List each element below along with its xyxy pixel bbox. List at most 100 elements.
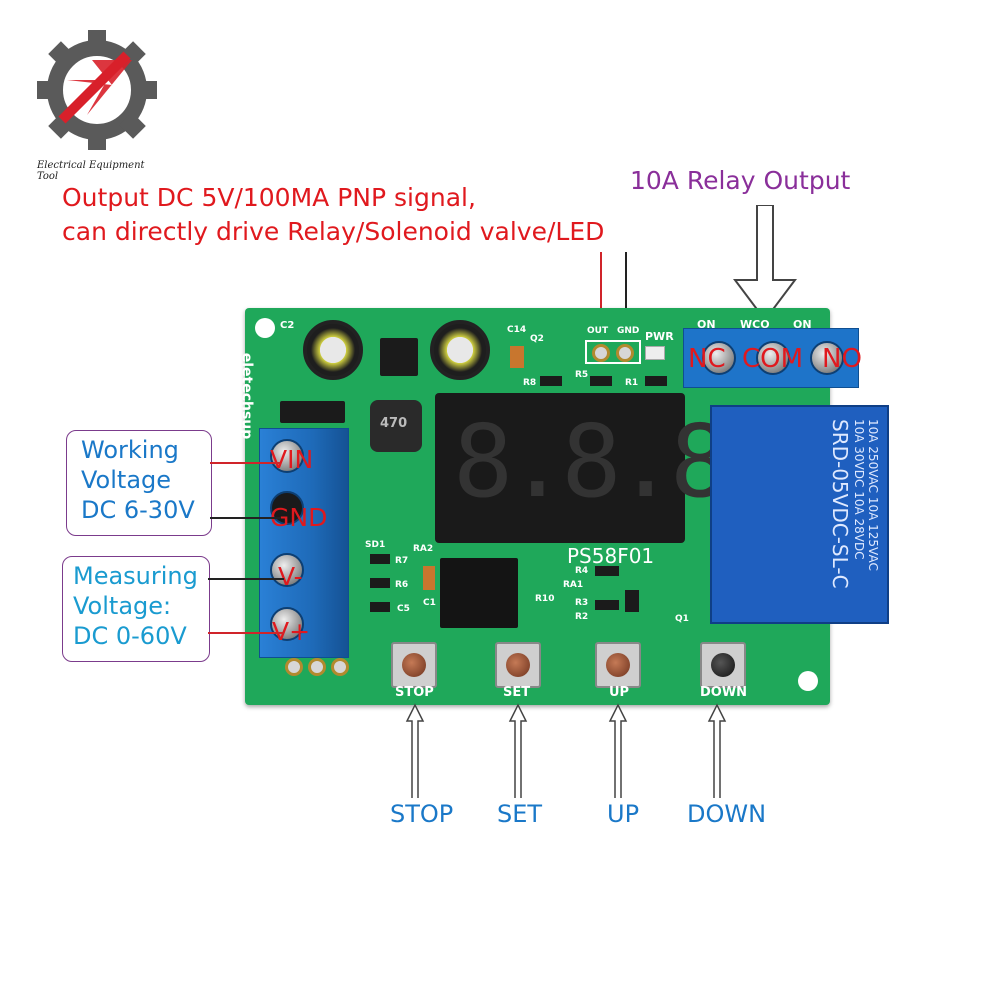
relay-print: 10A 250VAC 10A 125VAC 10A 30VDC 10A 28VD…: [730, 419, 880, 599]
up-switch[interactable]: [595, 642, 641, 688]
resistor: [370, 554, 390, 564]
stop-switch[interactable]: [391, 642, 437, 688]
signal-note-line2: can directly drive Relay/Solenoid valve/…: [62, 217, 605, 246]
label-r2: R2: [575, 612, 589, 622]
gnd-pin: [616, 344, 634, 362]
measuring-voltage-line1: Measuring: [73, 562, 198, 590]
label-r3: R3: [575, 598, 589, 608]
screw: [702, 341, 736, 375]
on-label-left: ON: [697, 318, 716, 331]
silk-set: SET: [503, 685, 531, 700]
label-r6: R6: [395, 580, 409, 590]
label-c1: C1: [423, 598, 436, 608]
label-ra2: RA2: [413, 544, 434, 554]
set-switch[interactable]: [495, 642, 541, 688]
brand-logo: Electrical Equipment Tool: [35, 28, 160, 182]
switch-cap: [506, 653, 530, 677]
label-c14: C14: [507, 325, 527, 335]
screw: [270, 439, 304, 473]
diode: [280, 401, 345, 423]
capacitor: [303, 320, 363, 380]
vplus-pointer-line: [208, 632, 284, 634]
up-label: UP: [607, 800, 640, 828]
screw: [270, 607, 304, 641]
set-label: SET: [497, 800, 543, 828]
silk-stop: STOP: [395, 685, 434, 700]
switch-cap: [606, 653, 630, 677]
resistor: [370, 578, 390, 588]
measuring-voltage-line3: DC 0-60V: [73, 622, 187, 650]
measuring-voltage-line2: Voltage:: [73, 592, 172, 620]
vminus-pointer-line: [208, 578, 284, 580]
resistor: [590, 376, 612, 386]
screw: [810, 341, 844, 375]
ic-chip: [380, 338, 418, 376]
relay-model: SRD-05VDC-SL-C: [828, 419, 852, 589]
label-r5: R5: [575, 370, 589, 380]
resistor: [645, 376, 667, 386]
label-r1: R1: [625, 378, 639, 388]
relay-output-note: 10A Relay Output: [630, 166, 851, 195]
out-pin: [592, 344, 610, 362]
label-r10: R10: [535, 594, 555, 604]
resistor: [370, 602, 390, 612]
mount-hole: [798, 671, 818, 691]
label-c2: C2: [280, 320, 295, 331]
resistor: [540, 376, 562, 386]
working-voltage-line2: Voltage: [81, 466, 172, 494]
out-pad: [585, 340, 641, 364]
measuring-voltage-box: Measuring Voltage: DC 0-60V: [62, 556, 210, 662]
working-voltage-box: Working Voltage DC 6-30V: [66, 430, 212, 536]
down-label: DOWN: [687, 800, 767, 828]
terminal-label-vin: VIN: [270, 445, 314, 474]
signal-note-line1: Output DC 5V/100MA PNP signal,: [62, 183, 476, 212]
terminal-label-no: NO: [822, 344, 862, 374]
label-q1: Q1: [675, 614, 689, 624]
working-voltage-line1: Working: [81, 436, 179, 464]
inductor-label: 470: [380, 416, 408, 431]
smd-cap: [510, 346, 524, 368]
down-up-arrow-icon: [707, 703, 727, 798]
label-gnd-top: GND: [617, 326, 640, 336]
capacitor: [430, 320, 490, 380]
header-pin: [331, 658, 349, 676]
pcb-board: eletechsup C2 470 C14 Q2 OUT GND PWR R5 …: [238, 308, 889, 705]
terminal-label-nc: NC: [688, 344, 726, 374]
screw: [270, 553, 304, 587]
terminal-label-vplus: V+: [272, 617, 311, 646]
out-pointer-line: [600, 252, 602, 346]
up-up-arrow-icon: [608, 703, 628, 798]
screw: [756, 341, 790, 375]
switch-cap: [402, 653, 426, 677]
smd-cap: [423, 566, 435, 590]
silk-up: UP: [609, 685, 630, 700]
set-up-arrow-icon: [508, 703, 528, 798]
relay-rating-1: 10A 250VAC 10A 125VAC: [866, 419, 880, 571]
brand-silkscreen: eletechsup: [238, 352, 255, 440]
silk-down: DOWN: [700, 685, 748, 700]
gear-logo-icon: [37, 30, 157, 150]
on-label-right: ON: [793, 318, 812, 331]
logo-caption: Electrical Equipment Tool: [37, 160, 145, 182]
label-sd1: SD1: [365, 540, 386, 550]
mcu-chip: [440, 558, 518, 628]
label-r8: R8: [523, 378, 537, 388]
transistor: [625, 590, 639, 612]
label-c5: C5: [397, 604, 410, 614]
com-label-top: WCO: [740, 318, 770, 331]
resistor: [595, 566, 619, 576]
terminal-label-vminus: V-: [278, 562, 303, 591]
inductor: 470: [370, 400, 422, 452]
vin-pointer-line: [210, 462, 280, 464]
down-switch[interactable]: [700, 642, 746, 688]
header-pin: [308, 658, 326, 676]
resistor: [595, 600, 619, 610]
label-q2: Q2: [530, 334, 544, 344]
switch-cap: [711, 653, 735, 677]
stop-up-arrow-icon: [405, 703, 425, 798]
model-label: PS58F01: [567, 544, 655, 568]
label-pwr: PWR: [645, 330, 674, 343]
relay: 10A 250VAC 10A 125VAC 10A 30VDC 10A 28VD…: [710, 405, 889, 624]
screw: [270, 491, 304, 525]
label-r4: R4: [575, 566, 589, 576]
